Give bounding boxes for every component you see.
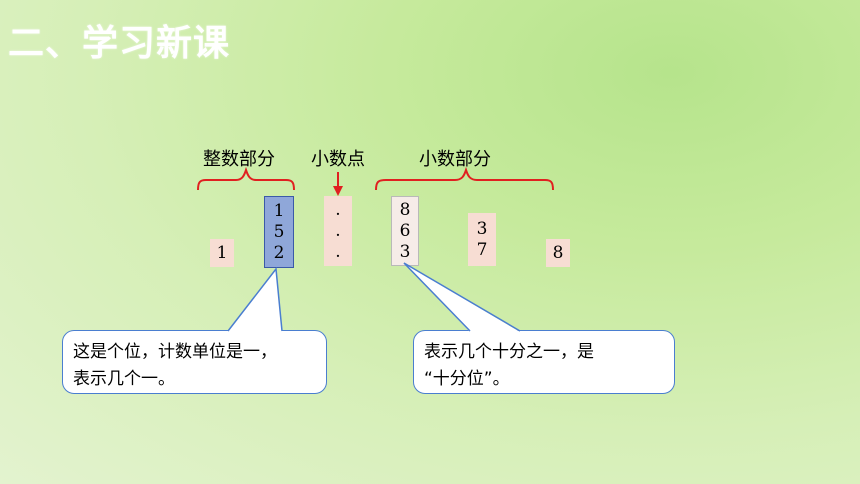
decimal-part-label: 小数部分 [419,149,491,170]
ones-place-callout: 这是个位，计数单位是一， 表示几个一。 [62,330,327,394]
callout-text-line: 这是个位，计数单位是一， [73,342,277,362]
decimal-point-mark: . [335,199,341,220]
page-title: 二、学习新课 [8,23,231,64]
tenths-place-callout: 表示几个十分之一，是 “十分位”。 [413,330,675,394]
tenths-digit: 8 [399,199,411,220]
decimal-part-brace [375,166,554,191]
ones-digit: 5 [273,221,285,242]
callout-text-line: 表示几个十分之一，是 [424,342,594,362]
decimal-point-mark: . [335,220,341,241]
tenths-column: 8 6 3 [391,196,419,266]
tenths-digit: 3 [399,241,411,262]
decimal-point-column: . . . [324,196,352,266]
decimal-point-mark: . [335,241,341,262]
ones-column: 1 5 2 [264,196,294,268]
tenths-digit: 6 [399,220,411,241]
callout-text-line: 表示几个一。 [73,369,175,389]
decimal-point-arrow-head [333,186,343,196]
hundredths-digit: 7 [476,239,488,260]
thousandths-digit-cell: 8 [546,239,570,267]
hundreds-digit: 1 [216,242,228,263]
integer-part-label: 整数部分 [203,149,275,170]
thousandths-digit: 8 [552,242,564,263]
hundredths-digit: 3 [476,218,488,239]
integer-part-brace [197,166,295,191]
callout-text-line: “十分位”。 [424,369,510,389]
hundredths-column: 3 7 [468,213,496,266]
decimal-point-label: 小数点 [311,149,365,170]
ones-digit: 2 [273,242,285,263]
ones-callout-pointer [228,269,282,332]
ones-digit: 1 [273,200,285,221]
hundreds-digit-cell: 1 [210,239,234,267]
